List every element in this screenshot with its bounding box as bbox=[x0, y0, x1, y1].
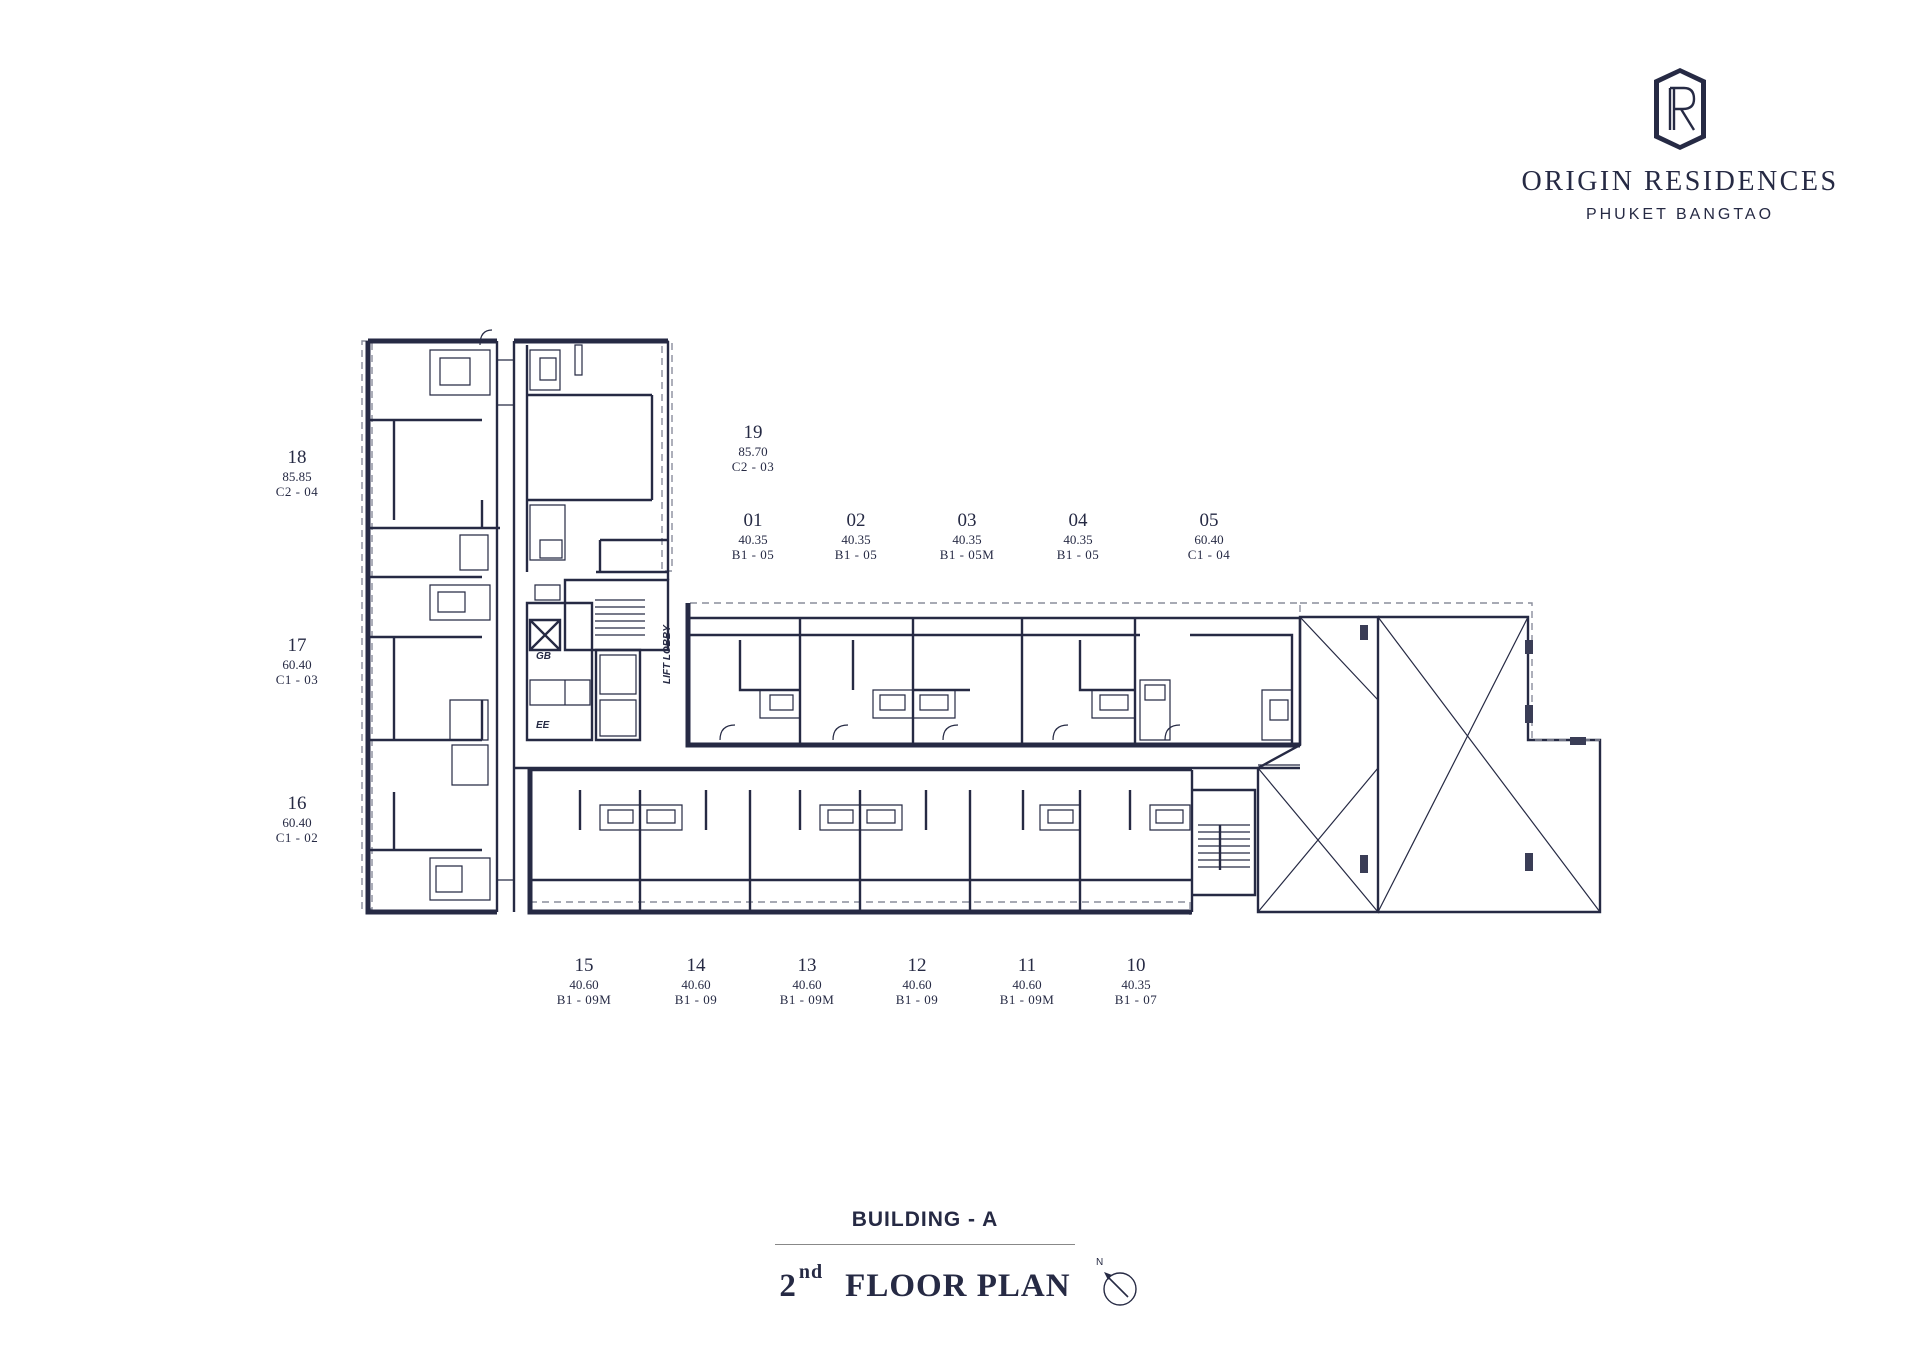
unit-type: C2 - 03 bbox=[731, 459, 775, 474]
ee-label: EE bbox=[536, 720, 550, 731]
unit-number: 13 bbox=[797, 955, 817, 976]
unit-label: 04 40.35 B1 - 05 bbox=[1018, 510, 1138, 562]
unit-number: 11 bbox=[1017, 955, 1037, 976]
lift-lobby-label: LIFT LOBBY bbox=[662, 625, 673, 684]
title-divider bbox=[775, 1244, 1075, 1245]
east-corridor bbox=[514, 764, 1300, 770]
west-corridor bbox=[497, 341, 516, 912]
gb-label: GB bbox=[536, 651, 551, 662]
unit-label: 11 40.60 B1 - 09M bbox=[967, 955, 1087, 1007]
unit-label: 12 40.60 B1 - 09 bbox=[857, 955, 977, 1007]
unit-area: 40.60 bbox=[1012, 977, 1042, 992]
unit-area: 40.60 bbox=[902, 977, 932, 992]
unit-label: 18 85.85 C2 - 04 bbox=[237, 447, 357, 499]
balcony-outlines bbox=[361, 340, 1301, 915]
unit-type: B1 - 05 bbox=[731, 547, 775, 562]
unit-label: 16 60.40 C1 - 02 bbox=[237, 793, 357, 845]
east-south-row bbox=[527, 768, 1194, 915]
brand-block: ORIGIN RESIDENCES PHUKET BANGTAO bbox=[1510, 66, 1850, 224]
unit-number: 15 bbox=[574, 955, 594, 976]
unit-number: 10 bbox=[1126, 955, 1146, 976]
unit-type: B1 - 09M bbox=[779, 992, 835, 1007]
brand-subtitle: PHUKET BANGTAO bbox=[1585, 206, 1775, 223]
unit-area: 40.35 bbox=[841, 532, 871, 547]
unit-area: 40.35 bbox=[738, 532, 768, 547]
unit-type: B1 - 09M bbox=[556, 992, 612, 1007]
unit-type: B1 - 09 bbox=[674, 992, 718, 1007]
unit-type: C1 - 03 bbox=[275, 672, 319, 687]
unit-label: 15 40.60 B1 - 09M bbox=[524, 955, 644, 1007]
unit-area: 60.40 bbox=[282, 815, 312, 830]
unit-number: 05 bbox=[1199, 510, 1219, 531]
unit-label: 13 40.60 B1 - 09M bbox=[747, 955, 867, 1007]
unit-label: 14 40.60 B1 - 09 bbox=[636, 955, 756, 1007]
unit-label: 01 40.35 B1 - 05 bbox=[693, 510, 813, 562]
unit-number: 17 bbox=[287, 635, 307, 656]
west-block bbox=[365, 329, 500, 915]
unit-number: 12 bbox=[907, 955, 927, 976]
unit-number: 01 bbox=[743, 510, 763, 531]
unit-type: B1 - 05 bbox=[834, 547, 878, 562]
unit-number: 18 bbox=[287, 447, 307, 468]
unit-type: C1 - 04 bbox=[1187, 547, 1231, 562]
floor-title: FLOOR PLAN bbox=[845, 1268, 1071, 1304]
unit-type: C2 - 04 bbox=[275, 484, 319, 499]
unit-area: 60.40 bbox=[282, 657, 312, 672]
unit-type: B1 - 05M bbox=[939, 547, 995, 562]
north-block bbox=[514, 338, 670, 580]
unit-label: 02 40.35 B1 - 05 bbox=[796, 510, 916, 562]
unit-type: B1 - 09 bbox=[895, 992, 939, 1007]
north-arrow-icon bbox=[1103, 1272, 1137, 1306]
unit-area: 85.85 bbox=[282, 469, 312, 484]
unit-number: 03 bbox=[957, 510, 977, 531]
unit-area: 60.40 bbox=[1194, 532, 1224, 547]
floor-suffix: nd bbox=[798, 1261, 824, 1283]
east-north-row bbox=[685, 603, 1302, 748]
building-title: BUILDING - A bbox=[851, 1208, 999, 1231]
unit-number: 02 bbox=[846, 510, 866, 531]
unit-type: C1 - 02 bbox=[275, 830, 319, 845]
unit-number: 19 bbox=[743, 422, 763, 443]
east-stair bbox=[1192, 788, 1257, 897]
unit-number: 16 bbox=[287, 793, 307, 814]
unit-area: 40.35 bbox=[1121, 977, 1151, 992]
unit-label: 19 85.70 C2 - 03 bbox=[693, 422, 813, 474]
monogram-r-icon bbox=[1654, 68, 1706, 150]
unit-number: 14 bbox=[686, 955, 706, 976]
unit-area: 40.60 bbox=[569, 977, 599, 992]
unit-area: 40.60 bbox=[792, 977, 822, 992]
unit-area: 40.60 bbox=[681, 977, 711, 992]
unit-area: 40.35 bbox=[952, 532, 982, 547]
brand-name: ORIGIN RESIDENCES bbox=[1521, 166, 1839, 197]
floor-number: 2 bbox=[779, 1268, 797, 1304]
unit-area: 85.70 bbox=[738, 444, 768, 459]
north-label: N bbox=[1096, 1257, 1104, 1268]
unit-label: 10 40.35 B1 - 07 bbox=[1076, 955, 1196, 1007]
unit-area: 40.35 bbox=[1063, 532, 1093, 547]
roof-void-area bbox=[1256, 602, 1602, 914]
unit-label: 05 60.40 C1 - 04 bbox=[1149, 510, 1269, 562]
unit-type: B1 - 09M bbox=[999, 992, 1055, 1007]
unit-type: B1 - 07 bbox=[1114, 992, 1158, 1007]
unit-label: 03 40.35 B1 - 05M bbox=[907, 510, 1027, 562]
unit-type: B1 - 05 bbox=[1056, 547, 1100, 562]
core bbox=[525, 578, 670, 742]
unit-number: 04 bbox=[1068, 510, 1088, 531]
unit-label: 17 60.40 C1 - 03 bbox=[237, 635, 357, 687]
